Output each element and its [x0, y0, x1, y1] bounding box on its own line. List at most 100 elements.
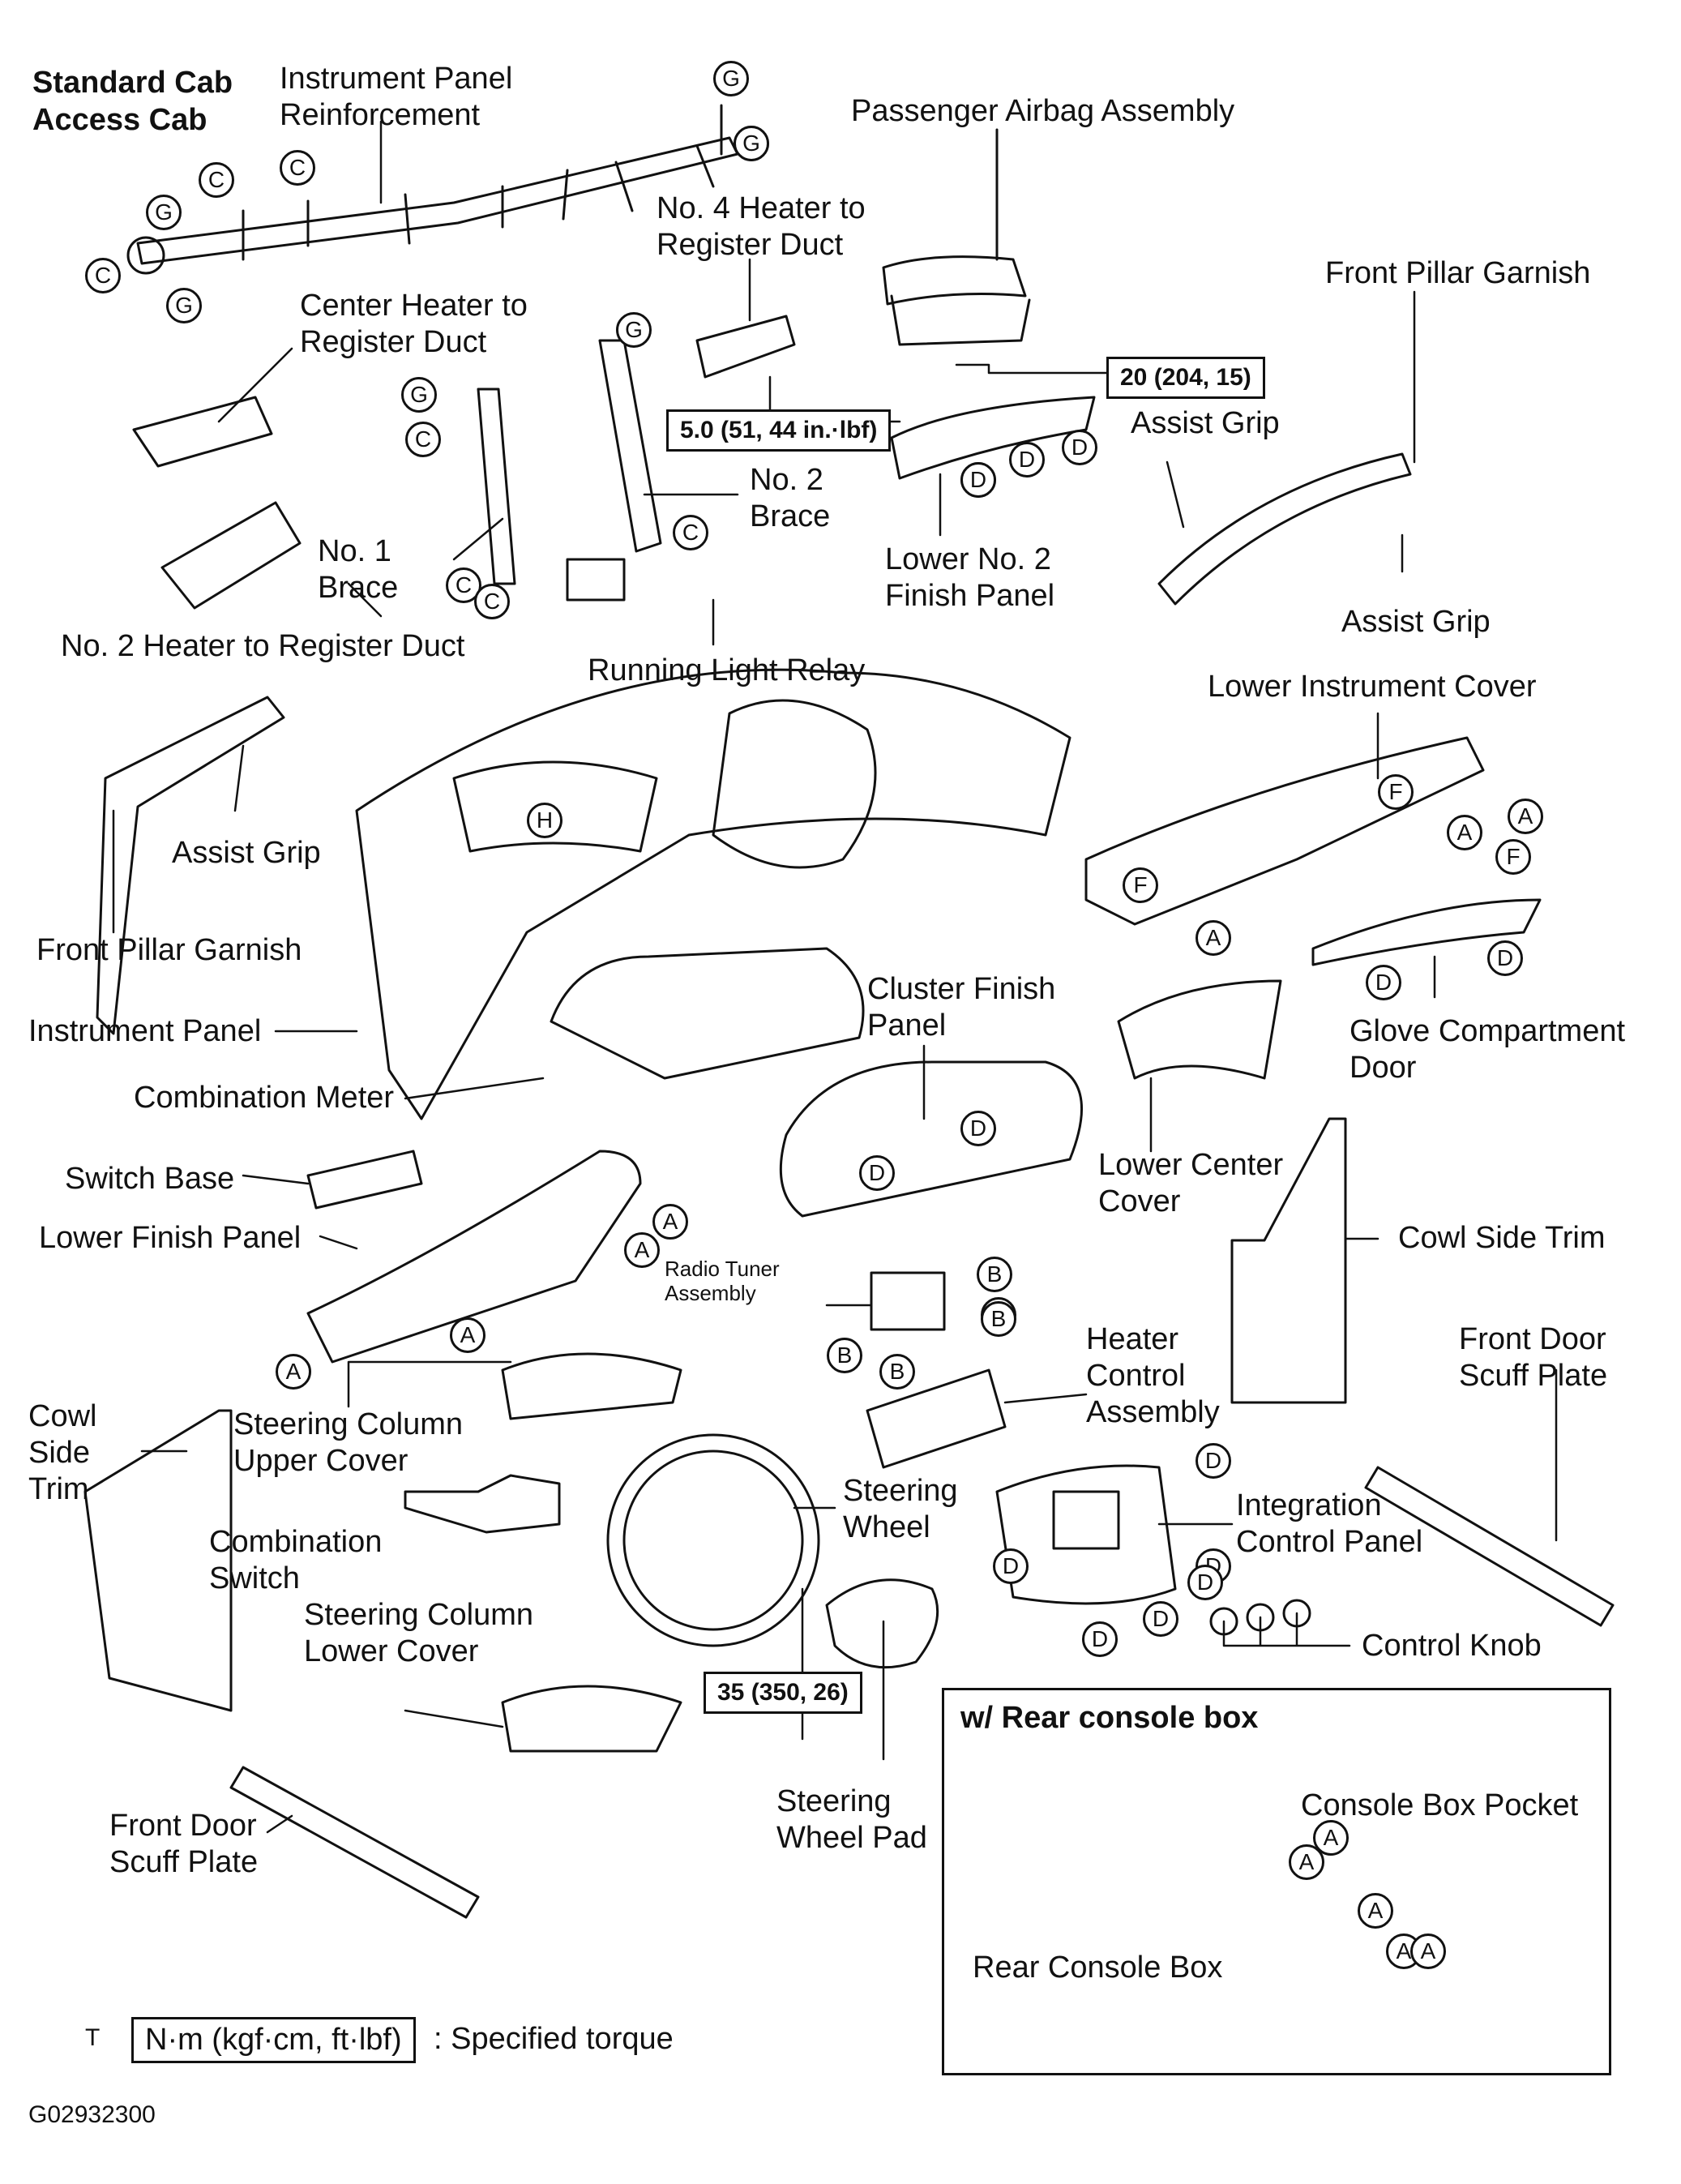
- clip-callout-c: C: [673, 515, 708, 550]
- clip-callout-b: B: [879, 1354, 915, 1390]
- label-front-door-scuff-right: Front Door Scuff Plate: [1459, 1322, 1608, 1393]
- clip-callout-d: D: [1082, 1621, 1118, 1657]
- label-console-box-pocket: Console Box Pocket: [1301, 1788, 1579, 1822]
- clip-callout-a: A: [276, 1354, 311, 1390]
- label-combination-meter: Combination Meter: [134, 1081, 395, 1115]
- legend-text: : Specified torque: [434, 2022, 674, 2056]
- combination-switch-art: [404, 1474, 561, 1534]
- label-rear-console-box: Rear Console Box: [973, 1951, 1223, 1985]
- clip-callout-d: D: [859, 1155, 895, 1191]
- label-cowl-side-trim-left: Cowl Side Trim: [28, 1399, 97, 1506]
- clip-callout-b: B: [981, 1301, 1016, 1337]
- label-assist-grip-upper: Assist Grip: [1131, 406, 1280, 440]
- label-front-door-scuff-left: Front Door Scuff Plate: [109, 1809, 259, 1879]
- label-steering-column-upper: Steering Column Upper Cover: [233, 1407, 464, 1478]
- glove-door-art: [1311, 898, 1542, 966]
- clip-callout-f: F: [1123, 867, 1158, 903]
- label-passenger-airbag: Passenger Airbag Assembly: [851, 94, 1235, 128]
- clip-callout-c: C: [199, 162, 234, 198]
- clip-callout-a: A: [1313, 1820, 1349, 1856]
- label-no2-brace: No. 2 Brace: [750, 463, 831, 533]
- clip-callout-g: G: [616, 312, 652, 348]
- scuff-right-art: [1364, 1466, 1615, 1627]
- radio-tuner-art: [870, 1271, 946, 1331]
- clip-callout-b: B: [827, 1338, 862, 1373]
- clip-callout-c: C: [474, 584, 510, 619]
- label-instrument-panel-reinforcement: Instrument Panel Reinforcement: [280, 62, 513, 132]
- rear-console-inset: w/ Rear console box Console Box Pocket R…: [942, 1688, 1611, 2075]
- label-steering-wheel-pad: Steering Wheel Pad: [776, 1784, 927, 1855]
- no2-duct-art: [160, 501, 302, 610]
- pillar-garnish-left-art: [96, 696, 285, 1035]
- header-access-cab: Access Cab: [32, 103, 207, 137]
- clip-callout-d: D: [1487, 940, 1523, 976]
- clip-callout-h: H: [527, 803, 562, 838]
- center-duct-art: [132, 396, 273, 468]
- label-switch-base: Switch Base: [65, 1162, 235, 1196]
- pillar-garnish-right-art: [1157, 452, 1412, 606]
- clip-callout-d: D: [1062, 430, 1097, 465]
- legend-symbol: T: [85, 2024, 101, 2051]
- label-lower-center-cover: Lower Center Cover: [1098, 1148, 1284, 1218]
- relay-art: [566, 558, 626, 602]
- cowl-side-trim-left-art: [83, 1409, 233, 1712]
- clip-callout-a: A: [652, 1204, 688, 1240]
- no1-brace-art: [477, 388, 516, 585]
- label-cowl-side-trim-right: Cowl Side Trim: [1398, 1221, 1606, 1255]
- label-steering-column-lower: Steering Column Lower Cover: [304, 1598, 534, 1668]
- label-no4-heater-duct: No. 4 Heater to Register Duct: [657, 191, 866, 262]
- label-heater-control: Heater Control Assembly: [1086, 1322, 1220, 1429]
- label-lower-finish-panel: Lower Finish Panel: [39, 1221, 302, 1255]
- cowl-side-trim-right-art: [1230, 1117, 1347, 1404]
- lower-center-cover-art: [1117, 979, 1282, 1080]
- clip-callout-a: A: [1358, 1893, 1393, 1929]
- clip-callout-a: A: [1196, 920, 1231, 956]
- column-upper-art: [501, 1352, 682, 1420]
- clip-callout-d: D: [1143, 1601, 1178, 1637]
- label-instrument-panel: Instrument Panel: [28, 1014, 262, 1048]
- label-combination-switch: Combination Switch: [209, 1525, 383, 1595]
- label-front-pillar-garnish-left: Front Pillar Garnish: [36, 933, 302, 967]
- lower-finish-panel-art: [306, 1150, 642, 1364]
- label-control-knob: Control Knob: [1362, 1629, 1542, 1663]
- figure-id: G02932300: [28, 2101, 156, 2128]
- label-steering-wheel: Steering Wheel: [843, 1474, 958, 1544]
- label-center-heater-duct: Center Heater to Register Duct: [300, 289, 528, 359]
- instrument-panel-art: [355, 668, 1071, 1120]
- clip-callout-c: C: [405, 422, 441, 457]
- clip-callout-a: A: [1508, 799, 1543, 834]
- clip-callout-a: A: [1447, 815, 1482, 850]
- scuff-left-art: [229, 1766, 480, 1919]
- clip-callout-c: C: [280, 150, 315, 186]
- heater-control-art: [866, 1368, 1007, 1469]
- label-glove-compartment-door: Glove Compartment Door: [1350, 1014, 1626, 1085]
- clip-callout-a: A: [1410, 1933, 1446, 1969]
- label-front-pillar-garnish-right: Front Pillar Garnish: [1325, 256, 1591, 290]
- label-no2-heater-duct: No. 2 Heater to Register Duct: [61, 629, 465, 663]
- label-radio-tuner: Radio Tuner Assembly: [665, 1257, 780, 1305]
- wheel-pad-art: [825, 1578, 939, 1669]
- passenger-airbag-art: [882, 128, 1031, 346]
- clip-callout-d: D: [1366, 965, 1401, 1000]
- label-assist-grip-left: Assist Grip: [172, 836, 321, 870]
- torque-box-5: 5.0 (51, 44 in.·lbf): [666, 409, 892, 452]
- clip-callout-g: G: [146, 195, 182, 230]
- steering-wheel-art: [606, 1433, 820, 1647]
- header-standard-cab: Standard Cab: [32, 66, 233, 100]
- cluster-finish-art: [779, 1060, 1083, 1218]
- clip-callout-d: D: [993, 1548, 1029, 1584]
- integration-panel-art: [995, 1464, 1177, 1605]
- column-lower-art: [501, 1685, 682, 1753]
- clip-callout-d: D: [960, 462, 996, 498]
- clip-callout-g: G: [713, 61, 749, 96]
- clip-callout-a: A: [450, 1317, 485, 1353]
- no2-brace-art: [598, 339, 662, 553]
- clip-callout-f: F: [1378, 774, 1414, 810]
- no4-duct-art: [695, 315, 796, 379]
- clip-callout-c: C: [85, 258, 121, 293]
- clip-callout-a: A: [1289, 1844, 1324, 1880]
- clip-callout-a: A: [624, 1232, 660, 1268]
- clip-callout-d: D: [1187, 1565, 1223, 1600]
